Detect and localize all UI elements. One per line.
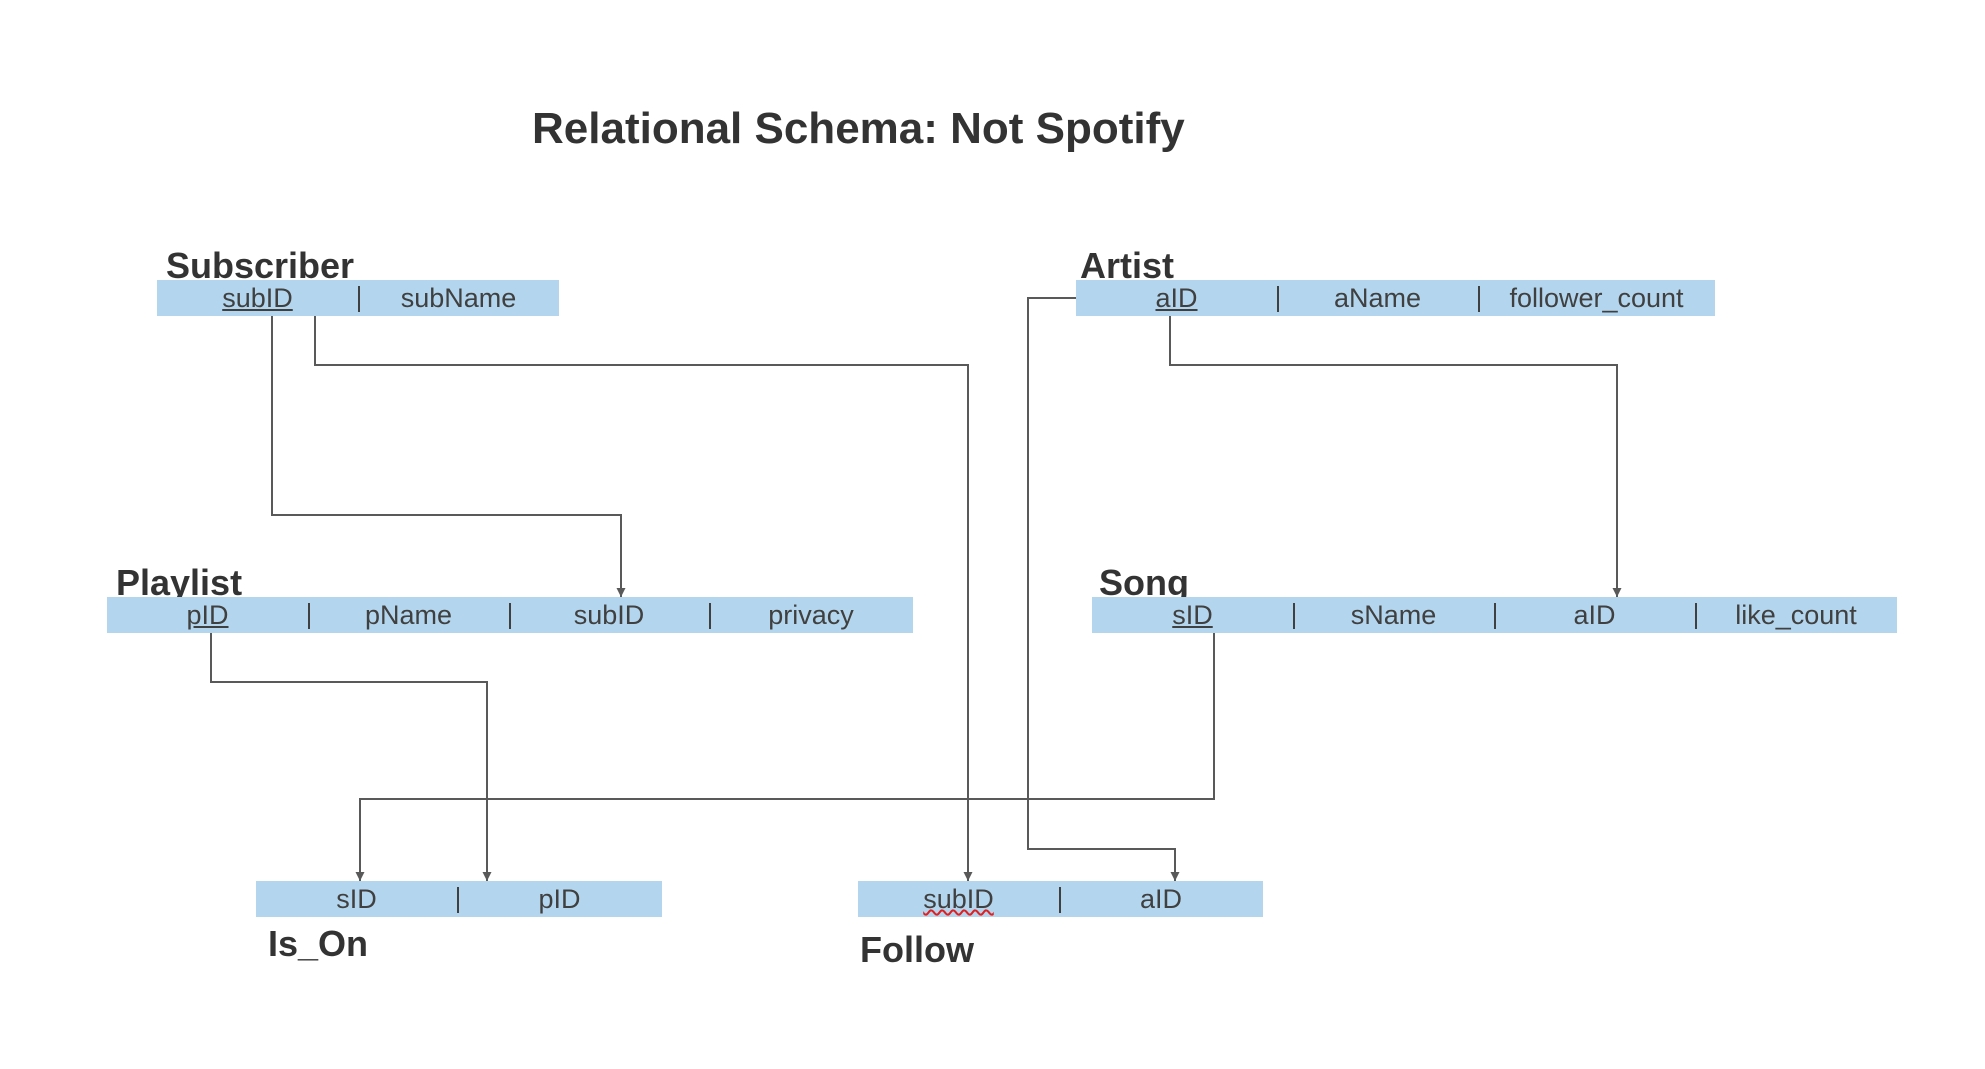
table-name-artist: Artist xyxy=(1080,245,1175,286)
column-label: pName xyxy=(364,600,453,630)
column-sid: sID xyxy=(256,881,457,917)
column-label: subID xyxy=(923,884,994,914)
column-label: follower_count xyxy=(1509,283,1684,313)
column-subname: subName xyxy=(358,280,559,316)
column-subid: subID xyxy=(509,597,709,633)
column-subid: subID xyxy=(157,280,358,316)
table-artist: aID aName follower_count xyxy=(1076,280,1715,316)
column-label: pID xyxy=(538,884,581,914)
table-is-on: sID pID xyxy=(256,881,662,917)
column-label: aID xyxy=(1139,884,1183,914)
column-label: subName xyxy=(400,283,517,313)
column-aid: aID xyxy=(1494,597,1695,633)
table-subscriber: subID subName xyxy=(157,280,559,316)
link-subscriber-follow xyxy=(314,316,973,881)
column-like-count: like_count xyxy=(1695,597,1897,633)
table-name-is-on: Is_On xyxy=(268,923,369,964)
table-name-song: Song xyxy=(1099,562,1189,603)
link-artist-follow xyxy=(1027,297,1180,881)
column-aid: aID xyxy=(1076,280,1277,316)
column-label: subID xyxy=(573,600,645,630)
column-label: like_count xyxy=(1735,600,1857,630)
table-name-playlist: Playlist xyxy=(116,562,243,603)
table-song: sID sName aID like_count xyxy=(1092,597,1897,633)
diagram-title: Relational Schema: Not Spotify xyxy=(532,104,1185,153)
column-pid: pID xyxy=(107,597,308,633)
column-label: aID xyxy=(1573,600,1616,630)
column-label: aName xyxy=(1333,283,1422,313)
column-label: subID xyxy=(222,283,293,313)
column-label: sID xyxy=(336,884,377,914)
column-pname: pName xyxy=(308,597,509,633)
column-aid: aID xyxy=(1059,881,1263,917)
column-pid: pID xyxy=(457,881,662,917)
table-name-follow: Follow xyxy=(860,929,974,970)
table-playlist: pID pName subID privacy xyxy=(107,597,913,633)
column-label: privacy xyxy=(768,600,854,630)
column-label: pID xyxy=(186,600,229,630)
column-label: aID xyxy=(1155,283,1198,313)
column-label: sName xyxy=(1350,600,1437,630)
column-label: sID xyxy=(1172,600,1213,630)
table-follow: subID aID xyxy=(858,881,1263,917)
column-follower-count: follower_count xyxy=(1478,280,1715,316)
link-playlist-is-on xyxy=(210,633,492,881)
column-subid: subID xyxy=(858,881,1059,917)
link-artist-song xyxy=(1169,316,1622,597)
column-sname: sName xyxy=(1293,597,1494,633)
link-song-is-on xyxy=(355,633,1215,881)
link-subscriber-playlist xyxy=(271,316,626,597)
column-aname: aName xyxy=(1277,280,1478,316)
column-privacy: privacy xyxy=(709,597,913,633)
table-name-subscriber: Subscriber xyxy=(166,245,355,286)
column-sid: sID xyxy=(1092,597,1293,633)
